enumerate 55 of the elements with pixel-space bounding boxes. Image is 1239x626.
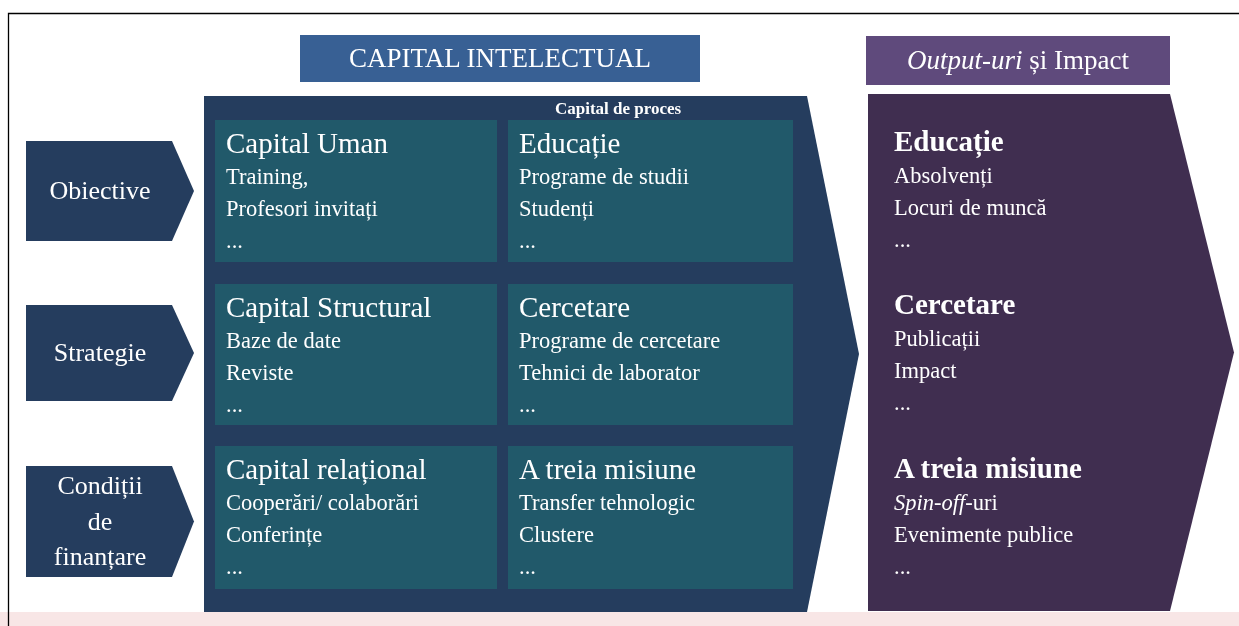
chevron-label: Obiective [48,175,152,208]
list-item: Absolvenți [894,162,994,190]
chevron-label: Strategie [52,337,148,370]
box-heading: Capital relațional [226,452,428,487]
list-item: Studenți [519,195,595,223]
banner-title: CAPITAL INTELECTUAL [348,43,651,74]
chevron-label: Condiții de finanțare [52,469,148,574]
list-item: ... [226,391,244,419]
category-box [508,284,793,425]
list-item: Baze de date [226,327,342,355]
chevron-shape [26,141,194,241]
banner-title: Output-uri și Impact [907,45,1129,76]
title-banner [300,35,700,82]
list-item: ... [226,553,244,581]
list-item: Training, [226,163,310,191]
category-box [215,284,497,425]
chevron-panel [204,96,859,612]
box-heading: Capital Structural [226,290,433,325]
list-item: Reviste [226,359,295,387]
box-heading: Cercetare [519,290,632,325]
title-banner [866,36,1170,85]
list-item: Impact [894,357,958,385]
box-heading: A treia misiune [519,452,698,487]
box-heading: Educație [519,126,622,161]
column-heading: Capital de proces [555,99,682,119]
list-item: Evenimente publice [894,521,1075,549]
list-item: Transfer tehnologic [519,489,696,517]
list-item: Programe de studii [519,163,690,191]
list-item: ... [894,389,912,417]
list-item: Spin-off-uri [894,489,999,517]
list-item: Programe de cercetare [519,327,722,355]
list-item: ... [519,553,537,581]
section-heading: Cercetare [894,287,1017,322]
category-box [508,120,793,262]
section-heading: Educație [894,124,1005,160]
list-item: Cooperări/ colaborări [226,489,421,517]
chevron-panel [868,94,1234,611]
category-box [508,446,793,589]
list-item: ... [519,391,537,419]
list-item: Conferințe [226,521,324,549]
list-item: Locuri de muncă [894,194,1048,222]
list-item: Profesori invitați [226,195,379,223]
section-heading: A treia misiune [894,451,1083,486]
list-item: Publicații [894,325,982,353]
category-box [215,120,497,262]
chevron-shape [26,466,194,577]
list-item: Clustere [519,521,595,549]
list-item: ... [894,226,912,254]
list-item: ... [226,227,244,255]
box-heading: Capital Uman [226,126,389,161]
list-item: ... [519,227,537,255]
category-box [215,446,497,589]
chevron-shape [26,305,194,401]
list-item: ... [894,553,912,581]
list-item: Tehnici de laborator [519,359,701,387]
